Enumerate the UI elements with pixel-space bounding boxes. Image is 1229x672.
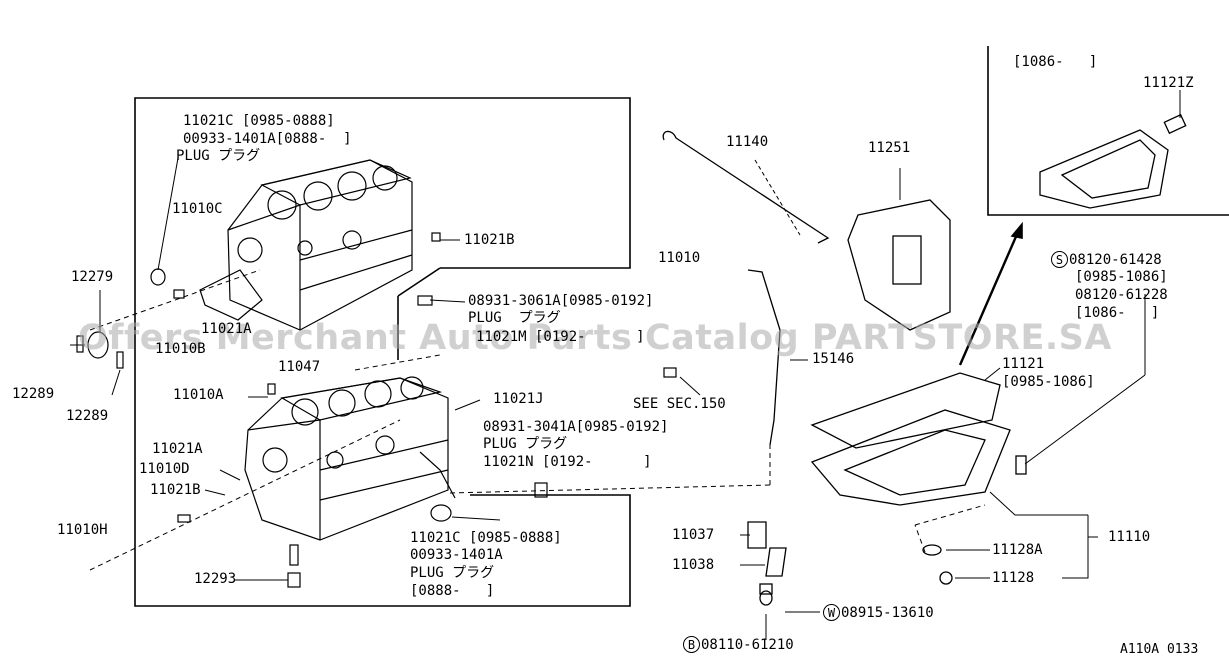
inset-arrow-head — [1010, 221, 1023, 239]
label-12279: 12279 — [71, 269, 114, 285]
oil-pan-11110 — [810, 409, 1011, 506]
right-parts — [662, 113, 1187, 606]
label-12289-b: 12289 — [66, 408, 109, 424]
label-08915-text: 08915-13610 — [841, 605, 934, 621]
label-11110: 11110 — [1108, 529, 1151, 545]
s-mark-icon: S — [1051, 251, 1068, 268]
label-11021B-top: 11021B — [464, 232, 515, 248]
label-12289-a: 12289 — [12, 386, 55, 402]
label-1086-range: [1086- ] — [1075, 305, 1160, 321]
label-11037: 11037 — [672, 527, 715, 543]
label-08120-61428-text: 08120-61428 — [1069, 252, 1162, 268]
label-11038: 11038 — [672, 557, 715, 573]
label-11021C-bottom: 11021C [0985-0888] — [410, 530, 562, 546]
label-11010: 11010 — [658, 250, 701, 266]
lower-block-drawing — [244, 376, 456, 541]
label-08110-text: 08110-61210 — [701, 637, 794, 653]
label-11021J: 11021J — [493, 391, 544, 407]
gasket-11121 — [810, 372, 1001, 449]
dashed-lines — [89, 269, 986, 571]
label-11128A: 11128A — [992, 542, 1043, 558]
label-11021B-low: 11021B — [150, 482, 201, 498]
plate-11251 — [847, 199, 951, 331]
label-00933-top: 00933-1401A[0888- ] — [183, 131, 352, 147]
b-mark-icon: B — [683, 636, 700, 653]
label-11010D: 11010D — [139, 461, 190, 477]
label-11010B: 11010B — [155, 341, 206, 357]
label-11010H: 11010H — [57, 522, 108, 538]
dipstick-11140 — [662, 130, 830, 244]
label-11021N: 11021N [0192- ] — [483, 454, 652, 470]
label-11021M: 11021M [0192- ] — [476, 329, 645, 345]
label-0888-range: [0888- ] — [410, 583, 495, 599]
frame-step-diag — [397, 267, 441, 297]
block-frame — [134, 97, 631, 607]
label-00933-bottom: 00933-1401A — [410, 547, 503, 563]
guide-15146 — [747, 269, 781, 446]
label-15146: 15146 — [812, 351, 855, 367]
diagram-code: A110A 0133 — [1120, 642, 1199, 657]
label-08931-3041A: 08931-3041A[0985-0192] — [483, 419, 669, 435]
inset-frame — [987, 46, 1229, 216]
label-12293: 12293 — [194, 571, 237, 587]
label-0985-1086-b: [0985-1086] — [1002, 374, 1095, 390]
inset-arrow-line — [958, 231, 1020, 366]
label-11021A: 11021A — [152, 441, 203, 457]
watermark: Offers Merchant Auto Parts Catalog PARTS… — [78, 318, 1112, 358]
label-plug-mid: PLUG プラグ — [468, 310, 561, 326]
label-11121Z: 11121Z — [1143, 75, 1194, 91]
label-08120-61228: 08120-61228 — [1075, 287, 1168, 303]
label-11047: 11047 — [278, 359, 321, 375]
label-11010C: 11010C — [172, 201, 223, 217]
label-11010A: 11010A — [173, 387, 224, 403]
label-plug-low: PLUG プラグ — [483, 436, 568, 452]
label-11121: 11121 — [1002, 356, 1045, 372]
label-see-sec-150: SEE SEC.150 — [633, 396, 726, 412]
label-plug-top: PLUG プラグ — [176, 148, 261, 164]
label-08931-3061A: 08931-3061A[0985-0192] — [468, 293, 654, 309]
part-11038 — [765, 547, 787, 577]
small-parts — [76, 232, 677, 588]
label-0985-1086-a: [0985-1086] — [1075, 269, 1168, 285]
part-11037 — [747, 521, 767, 549]
leader-lines — [70, 90, 1181, 640]
upper-block-drawing — [199, 159, 413, 331]
label-11140: 11140 — [726, 134, 769, 150]
w-mark-icon: W — [823, 604, 840, 621]
label-11021C-top: 11021C [0985-0888] — [183, 113, 335, 129]
inset-oil-pan-11121Z — [1039, 129, 1169, 209]
label-11128: 11128 — [992, 570, 1035, 586]
label-plug-bottom: PLUG プラグ — [410, 565, 495, 581]
label-11021A-obscured: 11021A — [201, 321, 252, 337]
label-11251: 11251 — [868, 140, 911, 156]
label-inset-range: [1086- ] — [1013, 54, 1098, 70]
